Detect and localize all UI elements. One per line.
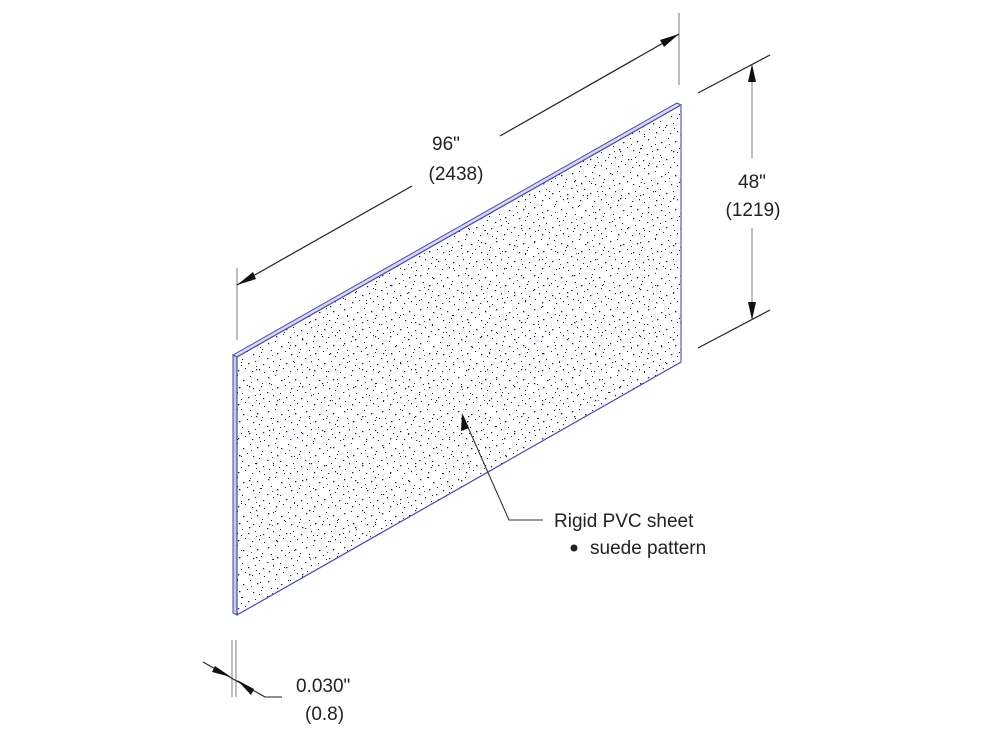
- arrow-head-icon: [212, 666, 231, 677]
- thickness-dimension-line: [202, 661, 266, 698]
- height-extension-line-bottom: [697, 309, 771, 349]
- material-callout: Rigid PVC sheet suede pattern: [461, 413, 706, 559]
- panel-front-face-texture: [237, 105, 681, 615]
- callout-title: Rigid PVC sheet: [554, 511, 694, 532]
- thickness-dimension: 0.030" (0.8): [202, 640, 350, 725]
- length-imperial-label: 96": [432, 134, 460, 155]
- thickness-metric-label: (0.8): [305, 704, 344, 725]
- height-imperial-label: 48": [738, 172, 766, 193]
- leader-arrow-icon: [461, 413, 469, 431]
- thickness-imperial-label: 0.030": [296, 676, 350, 697]
- callout-leader-line: [462, 415, 543, 521]
- length-dimension: 96" (2438): [236, 13, 680, 340]
- pvc-sheet-panel: [231, 102, 683, 617]
- height-metric-label: (1219): [726, 200, 781, 221]
- arrow-up-icon: [748, 64, 756, 82]
- arrow-head-icon: [237, 272, 256, 285]
- height-extension-line-top: [697, 54, 771, 94]
- arrow-head-icon: [660, 34, 679, 47]
- length-dimension-line-left: [236, 185, 413, 286]
- arrow-head-icon: [237, 680, 254, 695]
- arrow-down-icon: [748, 302, 756, 320]
- length-dimension-line-right: [499, 33, 680, 137]
- length-metric-label: (2438): [429, 164, 484, 185]
- callout-bullet-item: suede pattern: [590, 538, 706, 559]
- filled-circle-bullet-icon: [570, 544, 578, 552]
- height-dimension: 48" (1219): [697, 54, 781, 349]
